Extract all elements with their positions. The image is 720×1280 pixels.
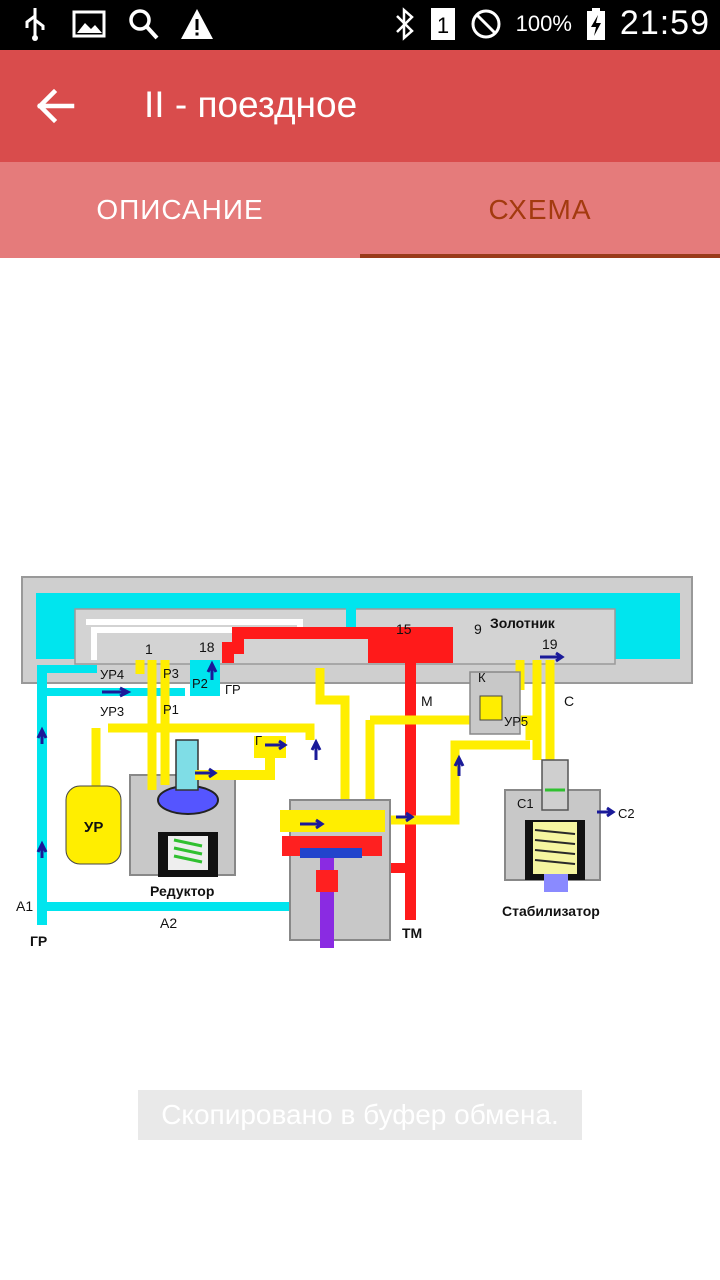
bluetooth-icon	[395, 6, 414, 41]
warning-icon	[180, 6, 214, 42]
label-ur3: УР3	[100, 704, 124, 719]
svg-text:1: 1	[437, 13, 449, 38]
label-r3: Р3	[163, 666, 179, 681]
status-bar: 1 100% 21:59	[0, 0, 720, 50]
label-a1: А1	[16, 898, 33, 914]
tab-description[interactable]: ОПИСАНИЕ	[96, 194, 264, 225]
label-tm: ТМ	[402, 925, 422, 941]
label-gr-top: ГР	[225, 682, 241, 697]
label-c1: С1	[517, 796, 534, 811]
label-ur5: УР5	[504, 714, 528, 729]
label-1: 1	[145, 641, 153, 657]
label-18: 18	[199, 639, 215, 655]
label-c2: С2	[618, 806, 635, 821]
search-icon	[126, 6, 160, 42]
label-ur: УР	[84, 819, 103, 836]
label-ur4: УР4	[100, 667, 124, 682]
label-g: Г	[255, 733, 262, 748]
label-m: М	[421, 693, 433, 709]
image-icon	[72, 6, 106, 42]
do-not-disturb-icon	[471, 9, 501, 38]
label-reduktor: Редуктор	[150, 883, 214, 899]
arrow-back-icon	[36, 88, 75, 124]
label-r1: Р1	[163, 702, 179, 717]
label-a2: А2	[160, 915, 177, 931]
usb-icon	[18, 6, 52, 42]
label-r2: Р2	[192, 676, 208, 691]
label-19: 19	[542, 636, 558, 652]
tab-bar: ОПИСАНИЕ СХЕМА	[0, 162, 720, 258]
label-15: 15	[396, 621, 412, 637]
label-9: 9	[474, 621, 482, 637]
sim-icon: 1	[430, 7, 455, 40]
tab-indicator	[360, 254, 720, 258]
tab-scheme[interactable]: СХЕМА	[488, 194, 592, 225]
brake-scheme-diagram: Золотник 15 9 1 18 19 УР4 Р3 Р2 ГР УР3 Р…	[16, 576, 693, 949]
battery-percent: 100%	[515, 10, 572, 36]
label-stabilizator: Стабилизатор	[502, 903, 600, 919]
label-gr-bottom: ГР	[30, 933, 47, 949]
label-k: К	[478, 670, 486, 685]
battery-charging-icon	[586, 7, 605, 40]
label-c: С	[564, 693, 574, 709]
back-button[interactable]	[30, 80, 82, 132]
app-bar: II - поездное	[0, 50, 720, 162]
label-zolotnik: Золотник	[490, 615, 556, 631]
page-title: II - поездное	[144, 84, 358, 125]
toast-message: Скопировано в буфер обмена.	[138, 1090, 582, 1140]
clock: 21:59	[619, 4, 710, 42]
